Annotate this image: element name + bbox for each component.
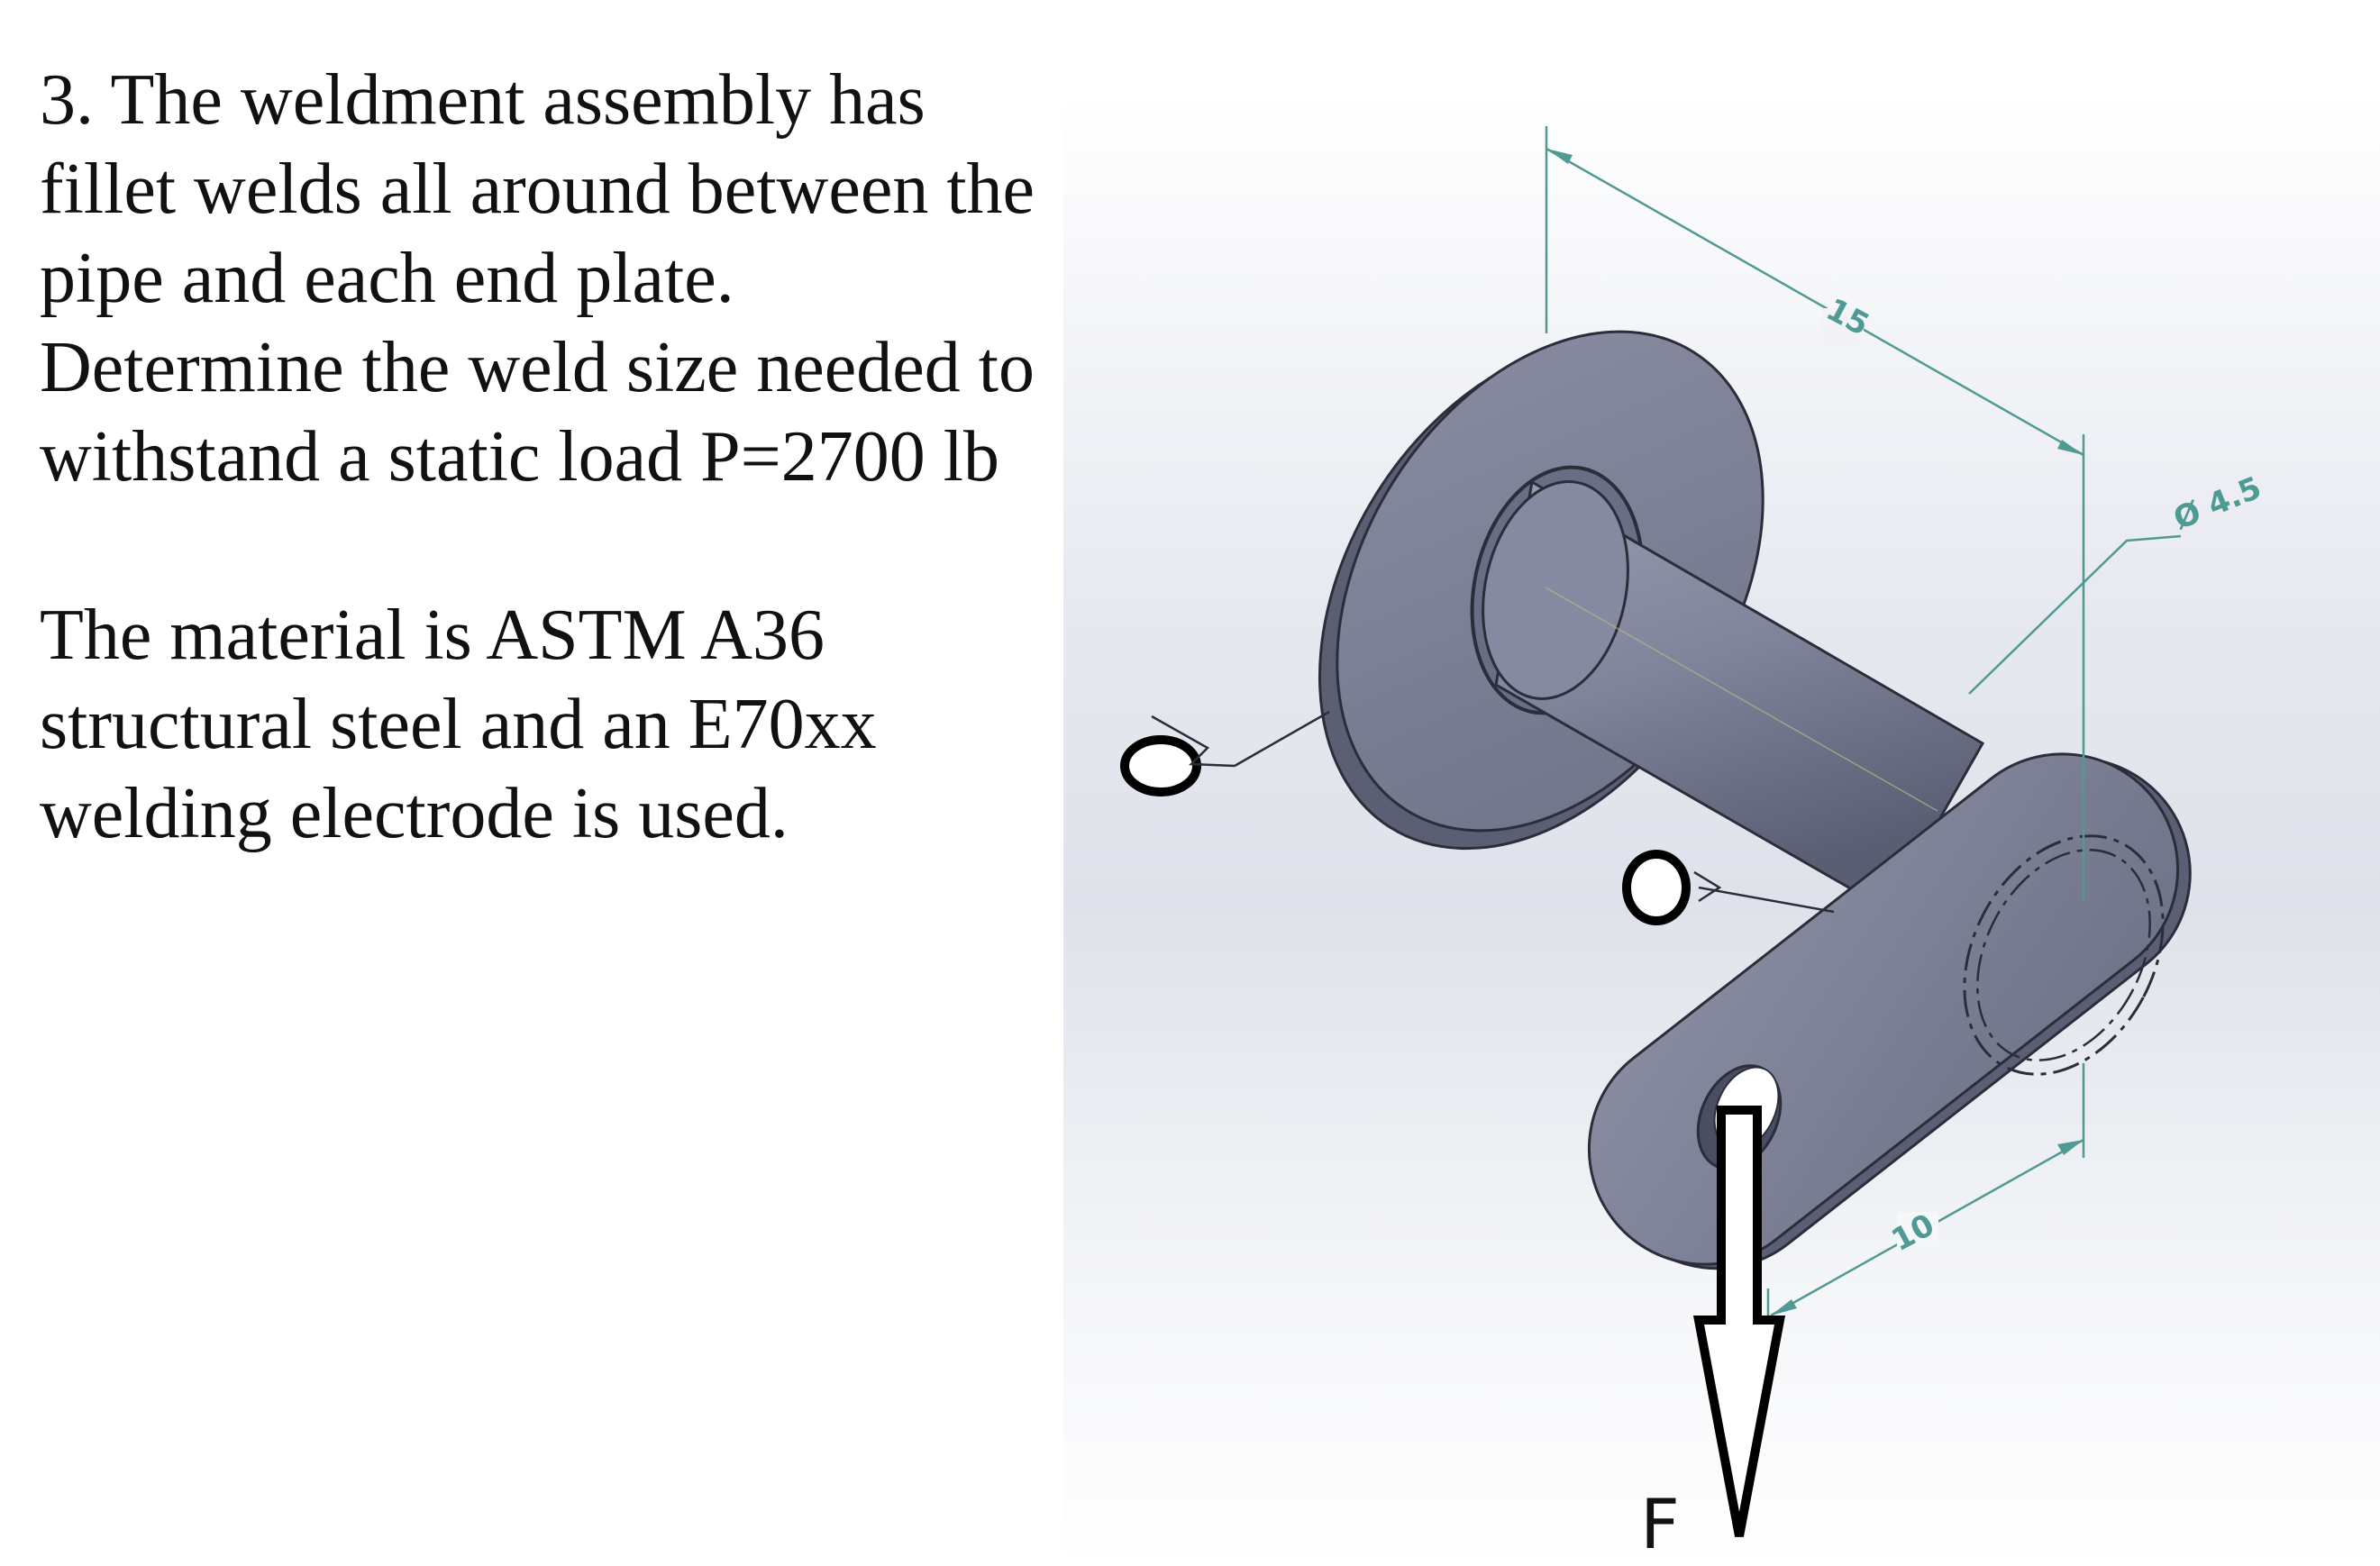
material-line: structural steel and an E70xx	[40, 685, 877, 764]
problem-line: withstand a static load P=2700 lb	[40, 417, 999, 496]
problem-line: fillet welds all around between the	[40, 150, 1035, 229]
problem-line: pipe and each end plate.	[40, 239, 734, 318]
dim-label-bg	[1822, 308, 1864, 344]
dimension-arrowhead	[2057, 1140, 2084, 1155]
problem-line: 3. The weldment assembly has	[40, 60, 926, 140]
load-label: F	[1640, 1484, 1680, 1564]
weld-symbol-left	[1120, 710, 1330, 797]
dimension-arrowhead	[1546, 149, 1573, 164]
material-line: The material is ASTM A36	[40, 596, 825, 675]
weld-symbol-right	[1622, 850, 1835, 925]
dimension-arrowhead	[1771, 1299, 1797, 1316]
pipe	[1482, 479, 1985, 913]
dimension-arrowhead	[2057, 440, 2084, 455]
load-arrow	[1692, 1106, 1786, 1537]
problem-line: Determine the weld size needed to	[40, 328, 1035, 407]
material-line: welding electrode is used.	[40, 774, 789, 853]
problem-statement: 3. The weldment assembly has fillet weld…	[40, 56, 1067, 859]
dim-label-bg	[1897, 1212, 1938, 1248]
